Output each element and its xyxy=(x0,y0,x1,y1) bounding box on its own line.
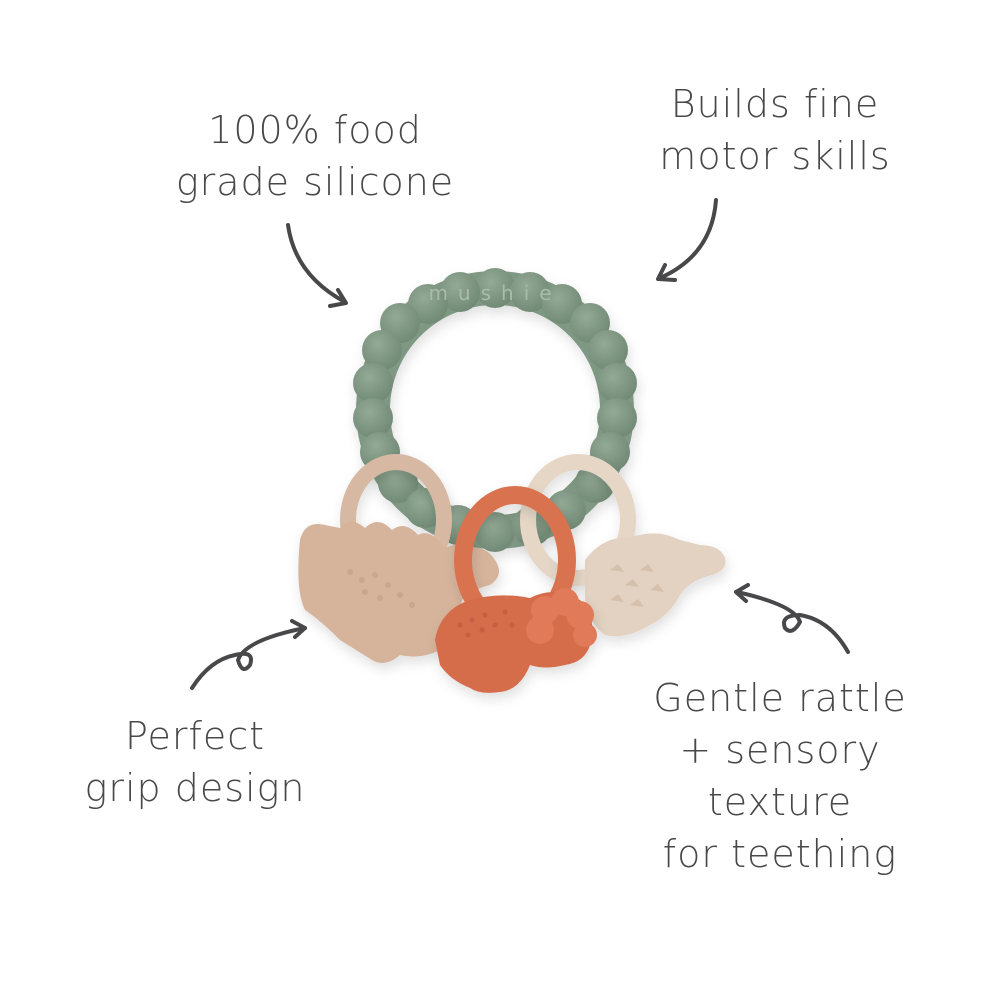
callout-line: Gentle rattle xyxy=(653,676,907,720)
callout-grip: Perfect grip design xyxy=(65,710,325,814)
callout-line: + sensory xyxy=(679,728,881,772)
brand-embossed-text: mushie xyxy=(428,281,561,305)
callout-food-grade: 100% food grade silicone xyxy=(150,104,480,208)
callout-line: for teething xyxy=(662,832,898,876)
callout-line: grade silicone xyxy=(175,160,455,204)
callout-motor-skills: Builds fine motor skills xyxy=(630,78,920,182)
callout-line: grip design xyxy=(84,766,306,810)
callout-line: Perfect xyxy=(124,714,266,758)
middle-dino-teether xyxy=(435,486,597,693)
callout-rattle: Gentle rattle + sensory texture for teet… xyxy=(625,672,935,880)
right-dino-teether xyxy=(520,454,726,637)
arrow-grip xyxy=(190,619,307,690)
green-ring: mushie xyxy=(353,268,637,552)
arrow-rattle xyxy=(734,583,850,654)
arrow-motor-skills xyxy=(656,198,718,282)
arrow-food-grade xyxy=(286,223,348,308)
triceratops-frill xyxy=(526,588,597,647)
callout-line: 100% food xyxy=(208,108,422,152)
callout-line: texture xyxy=(707,780,853,824)
callout-line: Builds fine xyxy=(670,82,880,126)
callout-line: motor skills xyxy=(659,134,891,178)
